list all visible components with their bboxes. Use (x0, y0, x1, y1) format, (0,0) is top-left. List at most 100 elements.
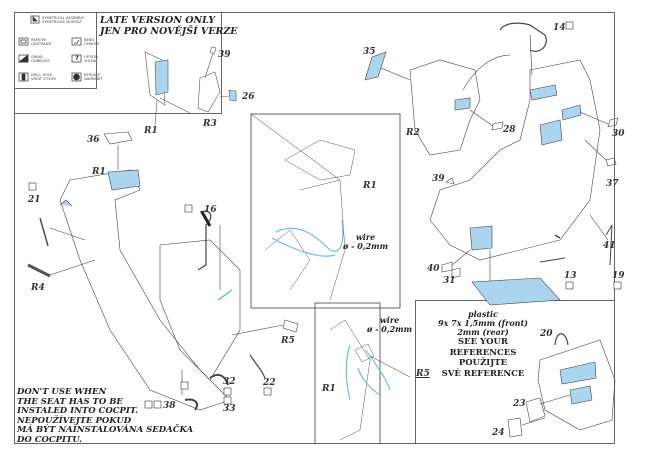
part-39b (445, 177, 455, 185)
option-icon (180, 381, 189, 390)
frame (14, 12, 615, 444)
warning-line: DON'T USE WHEN (17, 387, 107, 397)
bend-icon (28, 182, 37, 191)
part-r2 (409, 59, 481, 156)
bend-icon (263, 387, 272, 396)
bend-icon (184, 204, 193, 213)
wire-note-line2: ø - 0,2mm (367, 324, 413, 334)
wire-inset-1-frame (250, 113, 401, 309)
plastic-note-line3: 2mm (rear) (457, 327, 509, 337)
legend-label: SYMETRICAL ASSEMBLY SYMETRICKÁ MONTÁŽ (42, 16, 85, 25)
bend-icon (613, 281, 622, 290)
main-seat-right (364, 22, 619, 306)
part-label-r5: R5 (281, 336, 295, 346)
legend-label: GRIND ODBRUSIT (31, 55, 50, 64)
option-icon (71, 54, 82, 63)
warning-line: NEPOUŽÍVEJTE POKUD (17, 415, 132, 426)
part-26 (228, 89, 237, 102)
part-r3 (197, 71, 221, 113)
part-label-r1: R1 (322, 384, 336, 394)
plastic-note-line2: 9x 7x 1,5mm (front) (438, 318, 528, 328)
legend-label: REPLACE NAHRADIT (84, 73, 103, 82)
part-label-35: 35 (363, 47, 376, 57)
part-label-r5: R5 (416, 369, 430, 379)
bottom-right-drawing (507, 333, 616, 438)
part-label-r2: R2 (406, 128, 420, 138)
part-label-r3: R3 (203, 119, 217, 129)
part-label-16: 16 (204, 205, 217, 215)
main-seat-left (27, 131, 299, 411)
plastic-note-line7: SVÉ REFERENCE (441, 368, 525, 379)
outer-frame (14, 12, 615, 444)
plastic-note-line4: SEE YOUR (457, 337, 508, 347)
part-label-37: 37 (606, 179, 619, 189)
part-38 (184, 398, 198, 411)
wire-inset-1-drawing (250, 113, 356, 301)
part-label-r1: R1 (92, 167, 106, 177)
legend-remove: REMOVE ODSTRANIT (31, 38, 52, 46)
legend-grind: GRIND ODBRUSIT (31, 55, 50, 63)
part-label-24: 24 (492, 428, 505, 438)
part-20 (554, 333, 569, 346)
bend-icon (223, 387, 232, 396)
part-40 (441, 261, 453, 273)
legend-label: REMOVE ODSTRANIT (31, 38, 52, 47)
part-label-14: 14 (553, 23, 566, 33)
part-label-28: 28 (503, 125, 516, 135)
part-label-r4: R4 (31, 283, 45, 293)
part-label-30: 30 (612, 129, 625, 139)
part-28 (491, 121, 504, 131)
plastic-note-line1: plastic (468, 309, 498, 319)
part-label-31: 31 (443, 276, 456, 286)
plastic-plate (471, 277, 561, 306)
part-label-38: 38 (163, 401, 176, 411)
photo-etch-part (154, 59, 169, 96)
part-24 (507, 417, 523, 438)
part-label-39: 39 (218, 50, 231, 60)
wire-inset-2-frame (314, 302, 381, 443)
plastic-note: plastic 9x 7x 1,5mm (front) 2mm (rear) S… (428, 310, 538, 379)
part-label-40: 40 (427, 264, 440, 274)
legend-symmetrical-assembly: SYMETRICAL ASSEMBLY SYMETRICKÁ MONTÁŽ (42, 16, 84, 24)
part-label-36: 36 (87, 135, 100, 145)
part-symbols (28, 21, 622, 409)
wire-note-line1: wire (355, 232, 376, 242)
wire-note-2: wire ø - 0,2mm (367, 316, 412, 334)
part-39a (209, 46, 217, 55)
plastic-note-line5: REFERENCES (449, 347, 517, 358)
part-label-22: 22 (263, 378, 276, 388)
wire-note-1: wire ø - 0,2mm (343, 233, 388, 251)
legend-drill-hole: DRILL HOLE VRTAT OTVOR (31, 73, 56, 81)
part-label-20: 20 (540, 329, 553, 339)
legend-label: BEND OHNOUT (84, 38, 100, 47)
option-icon: ? (75, 55, 79, 62)
part-label-32: 32 (223, 377, 236, 387)
late-version-line1: LATE VERSION ONLY (100, 15, 216, 26)
legend-label: OPTION VOLBA (84, 55, 98, 64)
symmetrical-assembly-icon (223, 396, 232, 405)
warning-note: DON'T USE WHEN THE SEAT HAS TO BE INSTAL… (17, 387, 193, 446)
bend-icon (71, 37, 82, 46)
late-version-drawing (144, 46, 237, 126)
part-label-41: 41 (603, 241, 616, 251)
part-label-r1: R1 (144, 126, 158, 136)
warning-line: DO COCPITU. (17, 434, 82, 445)
wire-inset-2-drawing (329, 319, 411, 441)
wire-note-line1: wire (379, 315, 400, 325)
part-36 (103, 131, 133, 145)
part-label-23: 23 (513, 399, 526, 409)
legend-label: DRILL HOLE VRTAT OTVOR (31, 73, 56, 82)
part-label-33: 33 (223, 404, 236, 414)
legend-option: OPTION VOLBA (84, 55, 98, 63)
legend-icons (17, 15, 82, 82)
part-31 (451, 267, 461, 279)
part-37 (605, 157, 617, 167)
part-35 (364, 51, 387, 81)
part-23 (525, 397, 546, 423)
symmetrical-assembly-icon (144, 400, 153, 409)
plastic-note-line6: POUŽIJTE (458, 358, 508, 368)
legend-replace: REPLACE NAHRADIT (84, 73, 103, 81)
part-30 (607, 117, 619, 128)
late-version-note: LATE VERSION ONLY JEN PRO NOVĚJŠÍ VERZE (100, 15, 238, 37)
